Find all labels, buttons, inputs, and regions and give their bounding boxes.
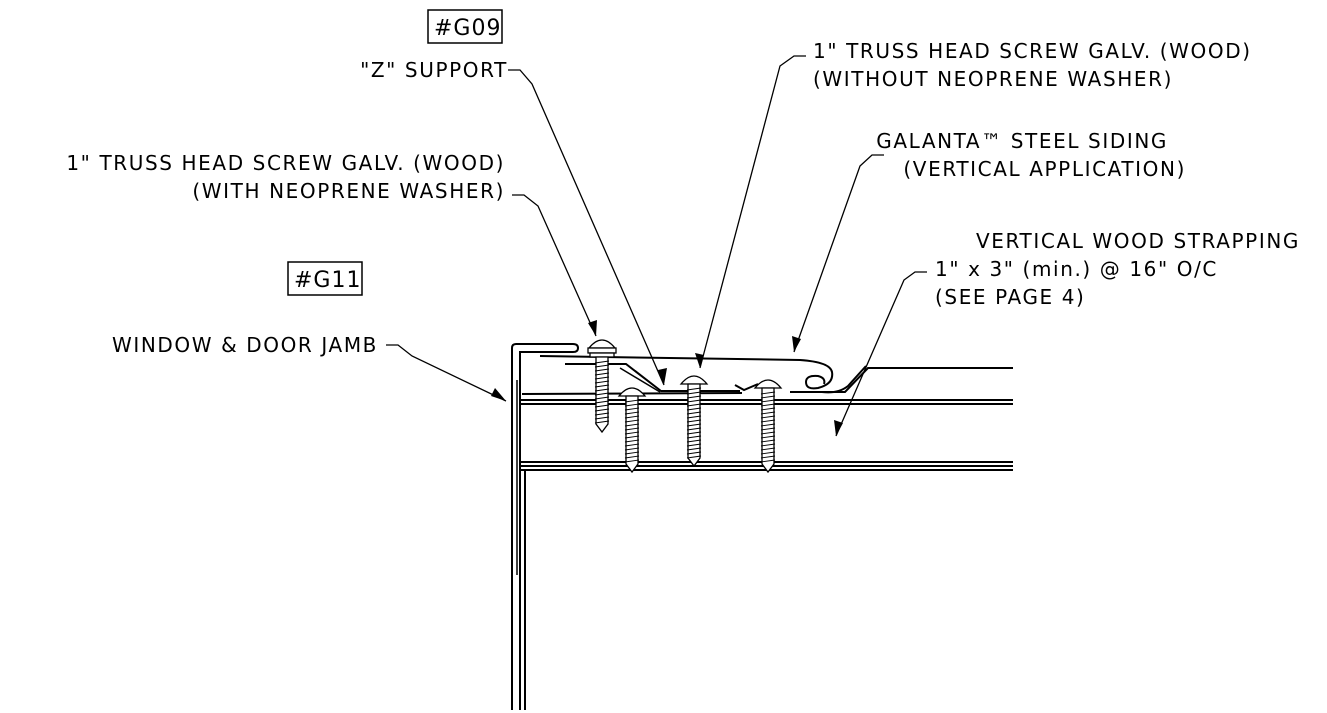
screw-with-washer-label-2: (WITH NEOPRENE WASHER) xyxy=(192,179,505,203)
z-support-tag-box xyxy=(427,9,503,44)
leader-screw-with-washer xyxy=(512,194,597,337)
strapping-label-2: 1" x 3" (min.) @ 16" O/C xyxy=(935,257,1218,281)
screw-without-washer-mid xyxy=(679,375,709,468)
jamb-label: WINDOW & DOOR JAMB xyxy=(112,333,378,357)
screws-group xyxy=(587,339,783,474)
screw-with-washer-label-1: 1" TRUSS HEAD SCREW GALV. (WOOD) xyxy=(66,151,505,175)
z-support xyxy=(565,363,740,393)
jamb-tag: #G11 xyxy=(294,268,361,293)
strapping-label-1: VERTICAL WOOD STRAPPING xyxy=(976,229,1300,253)
z-support-label: "Z" SUPPORT xyxy=(360,58,508,82)
screw-without-washer-label-2: (WITHOUT NEOPRENE WASHER) xyxy=(813,67,1173,91)
screw-without-washer-right xyxy=(753,379,783,474)
leader-z-support xyxy=(508,69,665,386)
leader-window-door-jamb xyxy=(386,344,507,402)
screw-without-washer-label-1: 1" TRUSS HEAD SCREW GALV. (WOOD) xyxy=(813,39,1252,63)
siding-label-2: (VERTICAL APPLICATION) xyxy=(903,157,1186,181)
jamb-tag-box xyxy=(287,261,363,296)
leader-wood-strapping xyxy=(835,271,927,437)
siding-label-1: GALANTA™ STEEL SIDING xyxy=(876,129,1168,153)
leader-screw-without-washer xyxy=(699,55,806,369)
leader-steel-siding xyxy=(793,154,884,353)
screw-without-washer-left xyxy=(617,387,647,474)
window-door-jamb xyxy=(511,343,580,710)
z-support-tag: #G09 xyxy=(434,16,501,41)
screw-with-neoprene-washer xyxy=(587,339,617,434)
strapping-label-3: (SEE PAGE 4) xyxy=(935,285,1085,309)
leaders-group xyxy=(386,55,927,437)
